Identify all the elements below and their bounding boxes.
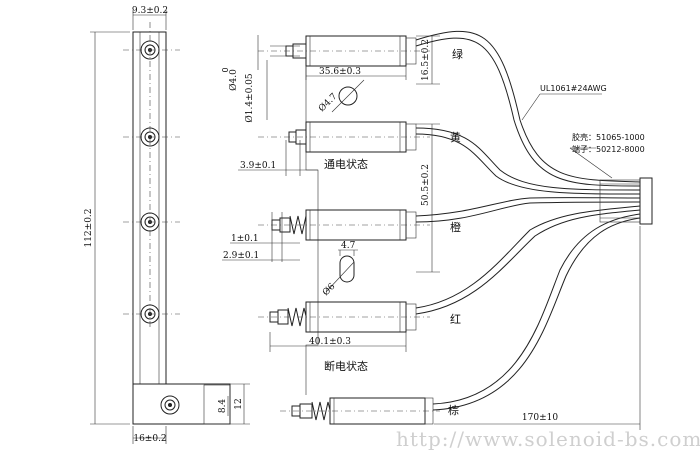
dim-d1: 1±0.1 (231, 234, 259, 244)
solenoid-4 (269, 301, 417, 333)
dim-pitch-top: 16.5±0.2 (421, 39, 431, 81)
wire-harness (415, 30, 653, 411)
bolt-head-5 (160, 395, 180, 415)
dim-plunger-dia: Ø4.0 (228, 69, 239, 91)
watermark: http://www.solenoid-bs.com (396, 427, 700, 451)
wire-label-yellow: 黄 (450, 130, 461, 144)
dim-d2: 2.9±0.1 (223, 251, 259, 261)
dim-wire-length: 170±10 (522, 413, 558, 423)
dim-body-length-top: 35.6±0.3 (319, 67, 361, 77)
dim-stroke: 3.9±0.1 (240, 161, 276, 171)
dim-total-height: 112±0.2 (84, 208, 94, 247)
mounting-hole: Ø4.7 (316, 79, 365, 114)
label-energized: 通电状态 (324, 157, 368, 171)
wire-label-orange: 橙 (450, 220, 461, 234)
mounting-slot: 4.7 Ø6 (320, 241, 358, 298)
dim-hole-dia: Ø4.7 (316, 91, 339, 114)
dim-top-width: 9.3±0.2 (132, 6, 168, 16)
dim-tab-inner: 8.4 (218, 399, 228, 414)
label-wire-spec: UL1061#24AWG (540, 84, 607, 93)
front-view: Ø4.0 0 Ø1.4±0.05 35.6±0.3 Ø4.7 16.5±0.2 … (221, 35, 440, 425)
label-terminal: 端子：50212-8000 (572, 144, 645, 154)
wire-label-brown: 棕 (448, 403, 459, 417)
wire-label-green: 绿 (452, 47, 463, 61)
label-deenergized: 断电状态 (324, 359, 368, 373)
dim-plunger-tol: 0 (221, 67, 230, 72)
wire-label-red: 红 (450, 313, 461, 326)
dim-bottom-width: 16±0.2 (133, 434, 166, 444)
dim-span: 50.5±0.2 (421, 164, 431, 206)
dim-slot-dia: Ø6 (320, 281, 337, 298)
dim-body-length-bottom: 40.1±0.3 (309, 337, 351, 347)
side-view: 9.3±0.2 112±0.2 16±0.2 12 8.4 (84, 6, 250, 444)
label-housing: 胶壳：51065-1000 (572, 132, 645, 142)
dim-pin-dia: Ø1.4±0.05 (244, 73, 255, 123)
dim-tab-height: 12 (234, 398, 244, 409)
dim-slot-width: 4.7 (341, 241, 356, 251)
